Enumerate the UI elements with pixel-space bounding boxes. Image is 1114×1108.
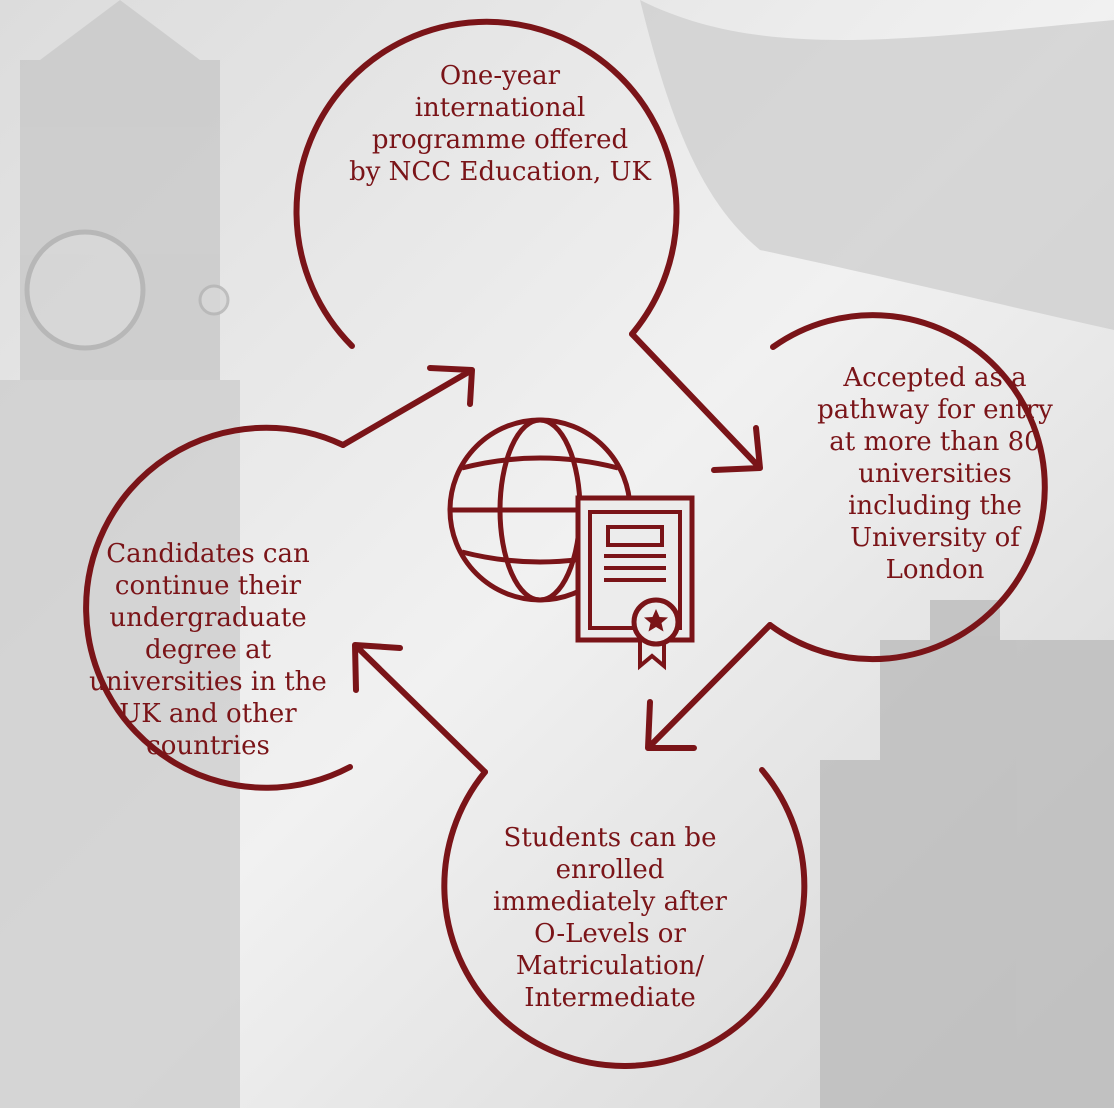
left-circle-outline (83, 424, 353, 791)
step-text-continue: Candidates can continue their undergradu… (89, 539, 327, 761)
buildings-silhouette (820, 600, 1114, 1108)
arrow-left-to-top (340, 365, 475, 448)
clock-tower-silhouette (0, 0, 240, 1108)
step-text-programme: One-year international programme offered… (349, 61, 651, 187)
star-badge-icon (631, 597, 681, 671)
right-circle-outline (767, 312, 1048, 663)
arrow-bottom-to-left (352, 642, 488, 775)
arrow-top-to-right (629, 331, 763, 473)
step-text-pathway: Accepted as a pathway for entry at more … (817, 363, 1053, 585)
step-text-enrollment: Students can be enrolled immediately aft… (493, 823, 727, 1013)
clock-face (24, 229, 146, 351)
arrow-right-to-bottom (645, 622, 773, 751)
top-circle-outline (293, 18, 680, 349)
flag-silhouette (640, 0, 1114, 330)
bottom-circle-outline (441, 767, 808, 1069)
